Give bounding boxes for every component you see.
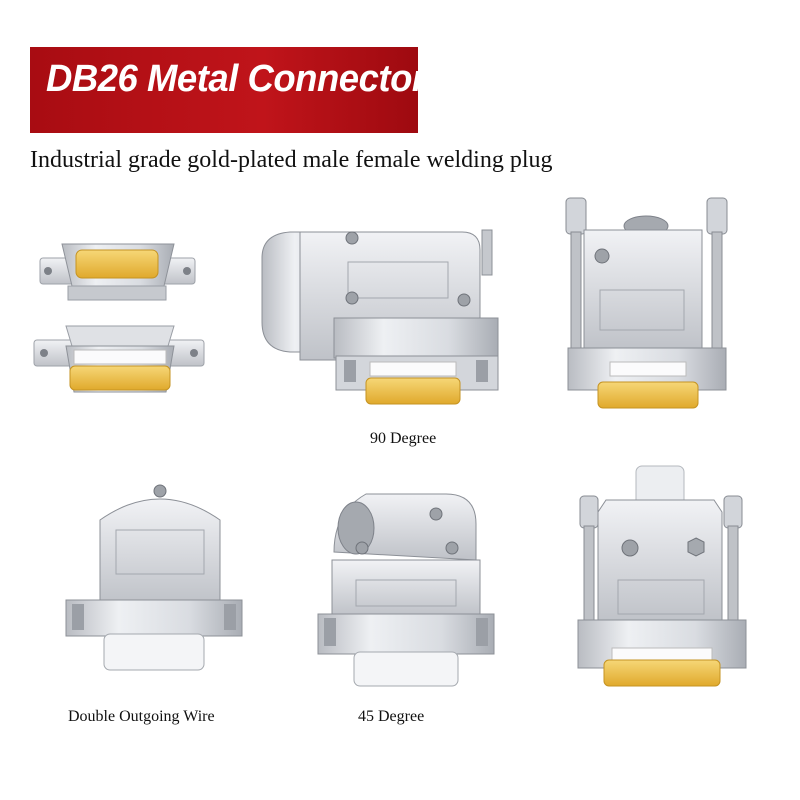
bare-male-connector (33, 325, 205, 393)
straight-hood-with-cable-gland (577, 465, 747, 687)
caption-ninety-degree: 90 Degree (370, 430, 436, 447)
banner-title: DB26 Metal Connector (46, 58, 426, 100)
double-outgoing-hood (65, 484, 243, 671)
caption-double-outgoing: Double Outgoing Wire (68, 708, 215, 725)
straight-hood-with-screws (565, 197, 728, 409)
forty-five-degree-hood (317, 493, 495, 687)
bare-female-connector (39, 243, 196, 301)
subtitle: Industrial grade gold-plated male female… (30, 147, 553, 173)
title-banner (30, 47, 418, 133)
ninety-degree-hood (261, 229, 499, 405)
caption-forty-five-degree: 45 Degree (358, 708, 424, 725)
